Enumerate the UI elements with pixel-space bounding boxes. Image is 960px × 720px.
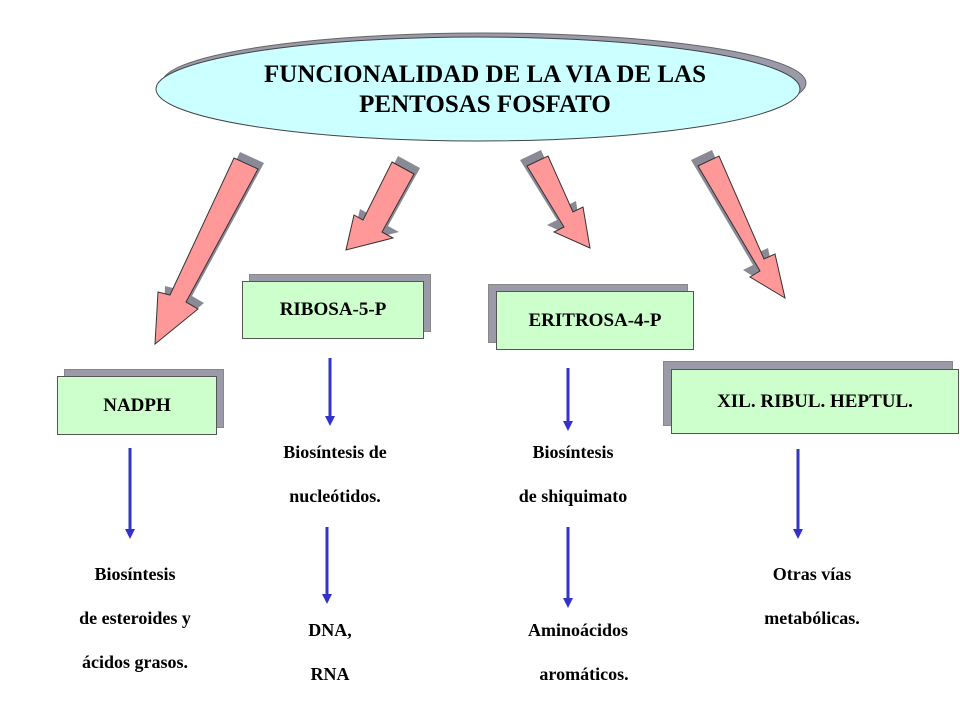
big-arrow-eritrosa [520, 150, 591, 249]
title-line-2: PENTOSAS FOSFATO [359, 91, 611, 118]
big-arrow-nadph [154, 152, 264, 346]
xil-output-text: Otras vías metabólicas. [712, 552, 912, 640]
title-ellipse [155, 36, 801, 142]
eritrosa-mid-line-2: de shiquimato [518, 486, 628, 506]
xil-box: XIL. RIBUL. HEPTUL. [671, 369, 959, 434]
ribosa-end-text: DNA, RNA [275, 608, 385, 696]
big-arrow-xil [691, 150, 786, 300]
big-arrow-ribosa [345, 156, 420, 251]
ribosa-end-line-1: DNA, [308, 620, 352, 640]
xil-label: XIL. RIBUL. HEPTUL. [717, 390, 913, 412]
eritrosa-end-line-1: Aminoácidos [527, 620, 628, 640]
ribosa-label: RIBOSA-5-P [279, 299, 387, 320]
nadph-output-text: Biosíntesis de esteroides y ácidos graso… [35, 552, 235, 684]
ribosa-mid-text: Biosíntesis de nucleótidos. [240, 430, 430, 518]
ribosa-mid-line-2: nucleótidos. [289, 486, 381, 506]
eritrosa-mid-text: Biosíntesis de shiquimato [478, 430, 668, 518]
nadph-output-line-1: Biosíntesis [94, 564, 176, 584]
title-line-1: FUNCIONALIDAD DE LA VIA DE LAS [264, 61, 706, 88]
nadph-output-line-2: de esteroides y [79, 608, 191, 628]
ribosa-end-line-2: RNA [310, 664, 350, 684]
eritrosa-end-line-2: aromáticos. [539, 664, 629, 684]
nadph-label: NADPH [103, 394, 171, 416]
diagram-title: FUNCIONALIDAD DE LA VIA DE LAS PENTOSAS … [170, 44, 800, 136]
eritrosa-label: ERITROSA-4-P [528, 309, 662, 331]
eritrosa-box: ERITROSA-4-P [496, 291, 694, 350]
nadph-output-line-3: ácidos grasos. [81, 652, 188, 672]
xil-output-line-2: metabólicas. [764, 608, 860, 628]
eritrosa-end-text: Aminoácidos aromáticos. [478, 608, 678, 696]
eritrosa-mid-line-1: Biosíntesis [532, 442, 614, 462]
nadph-box: NADPH [57, 376, 217, 435]
ribosa-mid-line-1: Biosíntesis de [283, 442, 387, 462]
ribosa-box: RIBOSA-5-P [242, 281, 424, 339]
xil-output-line-1: Otras vías [772, 564, 852, 584]
